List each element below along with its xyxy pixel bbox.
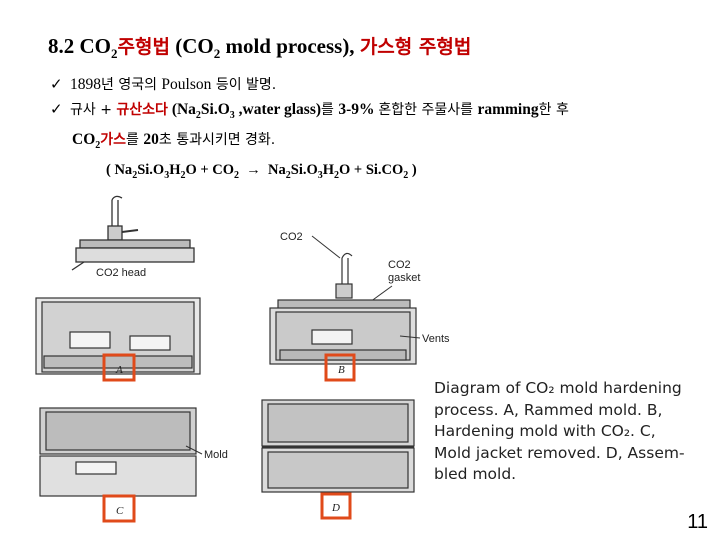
- panel-d-highlight: [320, 492, 352, 520]
- panel-a-highlight: [102, 353, 136, 382]
- eq: H: [169, 162, 181, 179]
- rammed-mold-drawing: [35, 297, 201, 375]
- eq-sub: 2: [132, 170, 138, 182]
- pointer-line: [369, 285, 393, 303]
- text: 를: [321, 102, 339, 118]
- label-co2-head: CO2 head: [96, 267, 146, 279]
- bullet-line-3: CO2가스를 20초 통과시키면 경화.: [50, 128, 569, 158]
- text: 혼합한 주물사를: [378, 102, 478, 118]
- pointer-line: [185, 445, 203, 455]
- text: 년 영국의: [101, 77, 162, 93]
- bullet-line-1: ✓ 1898년 영국의 Poulson 등이 발명.: [50, 72, 569, 97]
- text: 등이 발명.: [211, 77, 277, 93]
- checkmark-icon: ✓: [50, 100, 63, 118]
- highlight-text: 가스: [100, 132, 127, 149]
- sub: 2: [95, 140, 101, 152]
- reaction-equation: ( Na2Si.O3H2O + CO2 → Na2Si.O3H2O + Si.C…: [50, 158, 569, 188]
- sub: 2: [195, 110, 201, 122]
- title-korean-2: 가스형 주형법: [359, 36, 472, 58]
- text: 한 후: [538, 102, 569, 118]
- sub: 3: [229, 110, 235, 122]
- label-gasket: gasket: [388, 272, 420, 284]
- panel-b-label: B: [338, 364, 345, 376]
- eq-sub: 2: [403, 170, 409, 182]
- caption-line: bled mold.: [434, 465, 517, 483]
- pointer-line: [399, 335, 421, 339]
- eq-sub: 3: [164, 170, 170, 182]
- mold-jacket-removed-drawing: [39, 407, 197, 497]
- ramming: ramming: [477, 101, 539, 118]
- panel-c-label: C: [116, 505, 124, 517]
- eq-sub: 3: [317, 170, 323, 182]
- co2: CO: [72, 131, 96, 149]
- eq-sub: 2: [234, 170, 240, 182]
- eq: O + Si.CO: [339, 162, 404, 179]
- pointer-line: [311, 235, 341, 259]
- text: 를: [126, 132, 144, 149]
- label-vents: Vents: [422, 333, 450, 345]
- eq-sub: 2: [334, 170, 340, 182]
- eq: ): [408, 162, 417, 179]
- checkmark-icon: ✓: [50, 75, 63, 93]
- eq: H: [322, 162, 335, 179]
- panel-a-label: A: [115, 364, 123, 376]
- label-gasket-co2: CO2: [388, 259, 411, 271]
- assembled-mold-drawing: [261, 399, 415, 493]
- caption-line: Mold jacket removed. D, Assem-: [434, 443, 685, 462]
- percent: 3-9%: [338, 101, 379, 118]
- eq: ( Na: [106, 162, 133, 179]
- name: Poulson: [161, 76, 212, 93]
- eq: Si.O: [290, 162, 318, 179]
- eq-sub: 2: [285, 170, 291, 182]
- title-korean-1: 주형법: [117, 36, 170, 58]
- figure-caption: Diagram of CO₂ mold hardening process. A…: [434, 378, 704, 486]
- bullet-line-2: ✓ 규사 + 규산소다 (Na2Si.O3 ,water glass)를 3-9%…: [50, 97, 569, 128]
- text: 규사 +: [70, 102, 117, 118]
- title-paren: (CO: [169, 34, 214, 58]
- title-sub: 2: [111, 46, 118, 62]
- caption-line: process. A, Rammed mold. B,: [434, 400, 663, 419]
- formula: (Na: [167, 101, 196, 118]
- eq: O + CO: [185, 162, 235, 179]
- eq: Na: [268, 162, 286, 179]
- label-co2: CO2: [280, 231, 303, 243]
- page-number: 11: [687, 511, 708, 533]
- eq-sub: 2: [180, 170, 186, 182]
- label-mold: Mold: [204, 449, 228, 461]
- text: 초 통과시키면 경화.: [158, 132, 276, 149]
- caption-line: Diagram of CO₂ mold hardening: [434, 379, 682, 397]
- year: 1898: [70, 76, 101, 93]
- eq: Si.O: [137, 162, 165, 179]
- panel-c-highlight: [102, 494, 136, 523]
- seconds: 20: [143, 131, 159, 149]
- co2-mold-diagram: CO2 head A CO2 CO2 gasket Vents B Mold C: [35, 195, 450, 523]
- caption-line: Hardening mold with CO₂. C,: [434, 422, 656, 440]
- slide-title: 8.2 CO2주형법 (CO2 mold process), 가스형 주형법: [48, 32, 471, 62]
- panel-b-highlight: [324, 353, 356, 382]
- bullet-list: ✓ 1898년 영국의 Poulson 등이 발명. ✓ 규사 + 규산소다 (Na…: [50, 72, 569, 188]
- arrow-icon: →: [239, 162, 269, 179]
- title-paren-sub: 2: [213, 46, 221, 62]
- highlight-text: 규산소다: [116, 102, 168, 118]
- panel-d-label: D: [331, 502, 340, 514]
- title-prefix: 8.2 CO: [48, 34, 111, 58]
- formula: Si.O: [200, 101, 230, 118]
- co2-head-drawing: [71, 195, 195, 271]
- title-paren-rest: mold process),: [220, 34, 360, 58]
- formula: ,water glass): [234, 101, 322, 118]
